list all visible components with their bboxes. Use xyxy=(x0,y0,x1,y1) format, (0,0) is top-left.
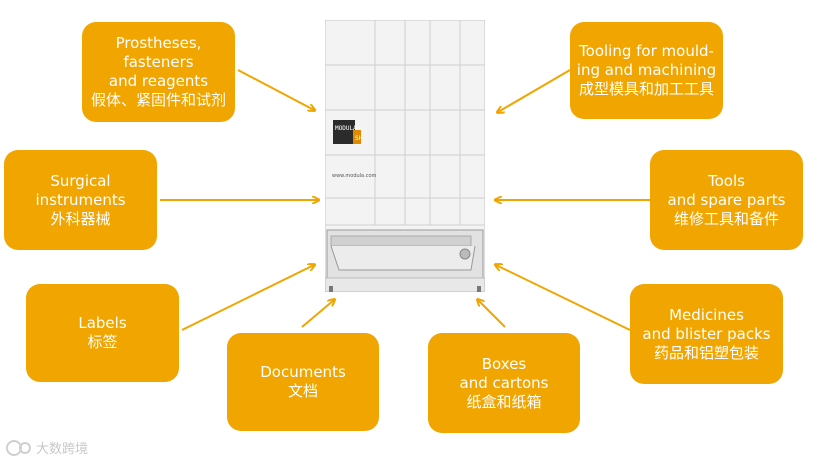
watermark: 大数跨境 xyxy=(6,438,88,457)
box-boxes-line1: Boxes xyxy=(481,354,527,373)
box-tools-line1: Tools xyxy=(708,171,745,190)
box-labels-line1: Labels xyxy=(78,314,127,332)
arrow-tooling xyxy=(498,69,571,112)
box-tools-line3: 维修工具和备件 xyxy=(673,209,779,228)
box-prostheses-line3: and reagents xyxy=(108,72,209,90)
watermark-text: 大数跨境 xyxy=(36,442,89,457)
cabinet-drawing xyxy=(325,20,485,292)
box-tooling-line3: 成型模具和加工工具 xyxy=(578,80,714,98)
box-medicines-line2: and blister packs xyxy=(642,324,771,343)
box-documents-line1: Documents xyxy=(260,363,346,381)
cabinet-logo-line1: MODULA xyxy=(335,125,357,132)
box-tooling-line2: ing and machining xyxy=(576,61,717,79)
arrow-labels xyxy=(181,265,314,331)
arrow-documents xyxy=(301,300,334,328)
box-surgical-line1: Surgical xyxy=(50,171,111,190)
box-medicines-line3: 药品和铝塑包装 xyxy=(653,343,759,362)
arrow-boxes xyxy=(478,300,506,328)
box-tools-line2: and spare parts xyxy=(667,190,786,209)
box-medicines: Medicines and blister packs 药品和铝塑包装 xyxy=(630,284,783,384)
box-tooling-line1: Tooling for mould- xyxy=(579,42,714,60)
box-surgical: Surgical instruments 外科器械 xyxy=(4,150,157,250)
box-prostheses: Prostheses, fasteners and reagents 假体、紧固… xyxy=(82,22,235,122)
cabinet-url: www.modula.com xyxy=(332,173,377,179)
box-boxes: Boxes and cartons 纸盒和纸箱 xyxy=(428,333,580,433)
arrow-prostheses xyxy=(237,69,314,110)
box-prostheses-line1: Prostheses, xyxy=(115,34,202,52)
box-prostheses-line2: fasteners xyxy=(123,53,194,71)
circle-logo-icon xyxy=(6,439,31,456)
box-tooling: Tooling for mould- ing and machining 成型模… xyxy=(570,22,723,119)
box-documents: Documents 文档 xyxy=(227,333,379,431)
box-prostheses-line4: 假体、紧固件和试剂 xyxy=(90,91,226,109)
arrow-medicines xyxy=(496,265,631,331)
box-medicines-line1: Medicines xyxy=(669,305,744,324)
box-surgical-line3: 外科器械 xyxy=(50,209,111,228)
box-surgical-line2: instruments xyxy=(35,190,126,209)
storage-cabinet-image: MODULA SH www.modula.com xyxy=(325,20,485,292)
cabinet-logo-line2: SH xyxy=(355,135,363,142)
box-tools: Tools and spare parts 维修工具和备件 xyxy=(650,150,803,250)
box-labels-line2: 标签 xyxy=(87,333,118,351)
box-labels: Labels 标签 xyxy=(26,284,179,382)
box-boxes-line2: and cartons xyxy=(459,373,549,392)
box-boxes-line3: 纸盒和纸箱 xyxy=(466,392,542,411)
box-documents-line2: 文档 xyxy=(287,382,318,400)
